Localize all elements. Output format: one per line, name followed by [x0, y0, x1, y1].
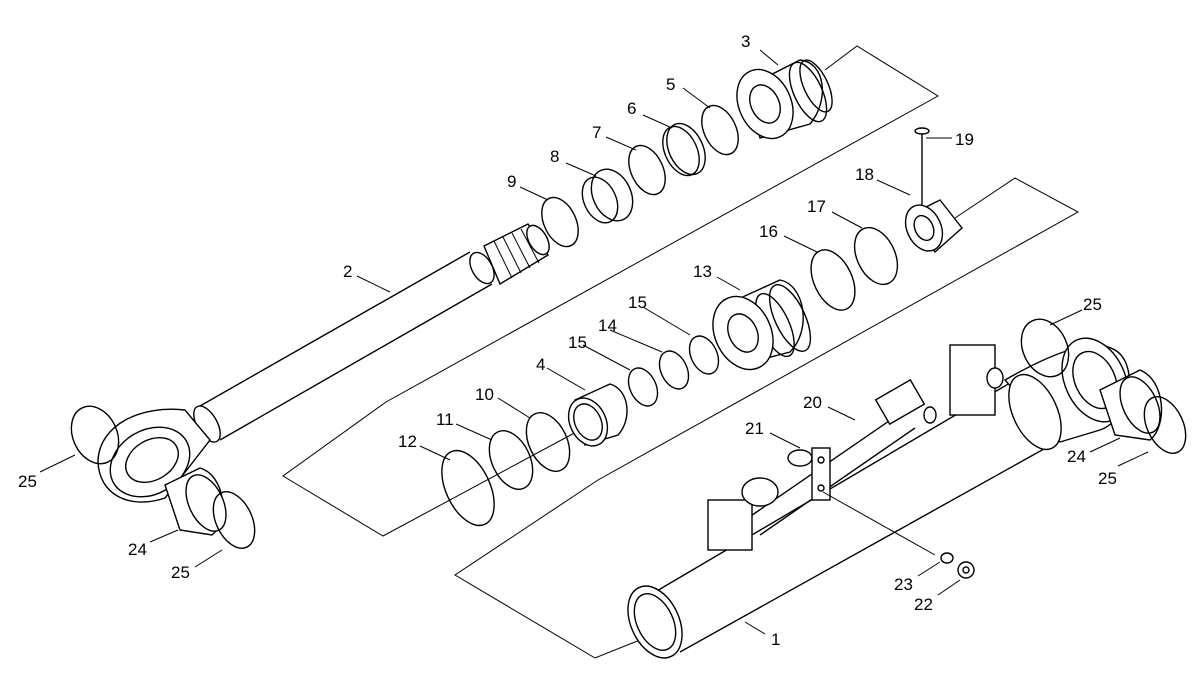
o-ring-part-5 — [701, 104, 739, 156]
label-part-20: 20 — [803, 393, 822, 412]
label-part-22: 22 — [914, 595, 933, 614]
ring-part-15-lower — [627, 367, 659, 407]
label-part-16: 16 — [759, 222, 778, 241]
label-part-5: 5 — [666, 75, 675, 94]
spacer-part-4 — [567, 383, 628, 447]
label-part-6: 6 — [627, 99, 636, 118]
seal-part-7 — [628, 144, 666, 196]
label-part-21: 21 — [745, 419, 764, 438]
label-part-3: 3 — [741, 32, 750, 51]
nut-part-18 — [904, 199, 963, 254]
piston-rod-part — [97, 223, 550, 503]
seal-part-12 — [441, 449, 495, 527]
label-part-24-left: 24 — [128, 540, 147, 559]
label-part-15-upper: 15 — [628, 293, 647, 312]
label-part-25-bottom-left: 25 — [171, 563, 190, 582]
bushing-part-24-left — [164, 467, 227, 536]
label-part-11: 11 — [436, 410, 454, 429]
seal-part-25-left-bushing — [212, 491, 256, 549]
seal-part-11 — [488, 430, 534, 490]
label-part-15-lower: 15 — [568, 333, 587, 352]
port-block-part — [949, 344, 1004, 416]
label-part-13: 13 — [693, 262, 712, 281]
seal-part-25-right-eye — [1020, 318, 1070, 378]
label-part-1: 1 — [771, 630, 780, 649]
label-part-19: 19 — [955, 130, 974, 149]
label-part-8: 8 — [550, 147, 559, 166]
piston-part-13 — [712, 279, 812, 371]
label-part-18: 18 — [855, 165, 874, 184]
set-screw-part-19 — [914, 127, 930, 205]
label-part-9: 9 — [507, 172, 516, 191]
label-part-12: 12 — [398, 432, 417, 451]
seal-part-10 — [525, 412, 571, 472]
washer-part-23 — [940, 552, 954, 564]
leader-lines — [39, 49, 1149, 635]
clamp-part — [811, 447, 831, 501]
pipe-part-21 — [707, 449, 813, 551]
nut-part-22 — [957, 561, 975, 579]
label-part-14: 14 — [598, 316, 617, 335]
label-part-10: 10 — [475, 385, 494, 404]
label-part-24-right: 24 — [1067, 447, 1086, 466]
label-part-25-left: 25 — [18, 472, 37, 491]
label-part-2: 2 — [343, 262, 352, 281]
label-part-4: 4 — [536, 355, 545, 374]
bushing-part-24-right — [1099, 369, 1163, 441]
cylinder-tube-part — [627, 337, 1130, 659]
label-part-23: 23 — [894, 575, 913, 594]
seal-part-25-left-eye — [70, 405, 120, 465]
rod-group-frame — [282, 45, 939, 537]
ring-part-15-upper — [688, 335, 720, 375]
label-part-17: 17 — [807, 197, 826, 216]
seal-part-25-right-bushing — [1143, 396, 1187, 454]
label-part-25-right: 25 — [1098, 469, 1117, 488]
ring-part-17 — [853, 226, 899, 286]
bushing-part-8 — [581, 168, 634, 224]
ring-part-14 — [658, 350, 690, 390]
dust-seal-part-9 — [541, 196, 579, 248]
label-part-7: 7 — [592, 123, 601, 142]
o-ring-part-16 — [810, 249, 856, 311]
rod-head-part — [736, 59, 833, 140]
pipe-part-20 — [744, 378, 937, 536]
label-part-25-top-right: 25 — [1083, 295, 1102, 314]
piston-group-frame — [454, 177, 1080, 659]
